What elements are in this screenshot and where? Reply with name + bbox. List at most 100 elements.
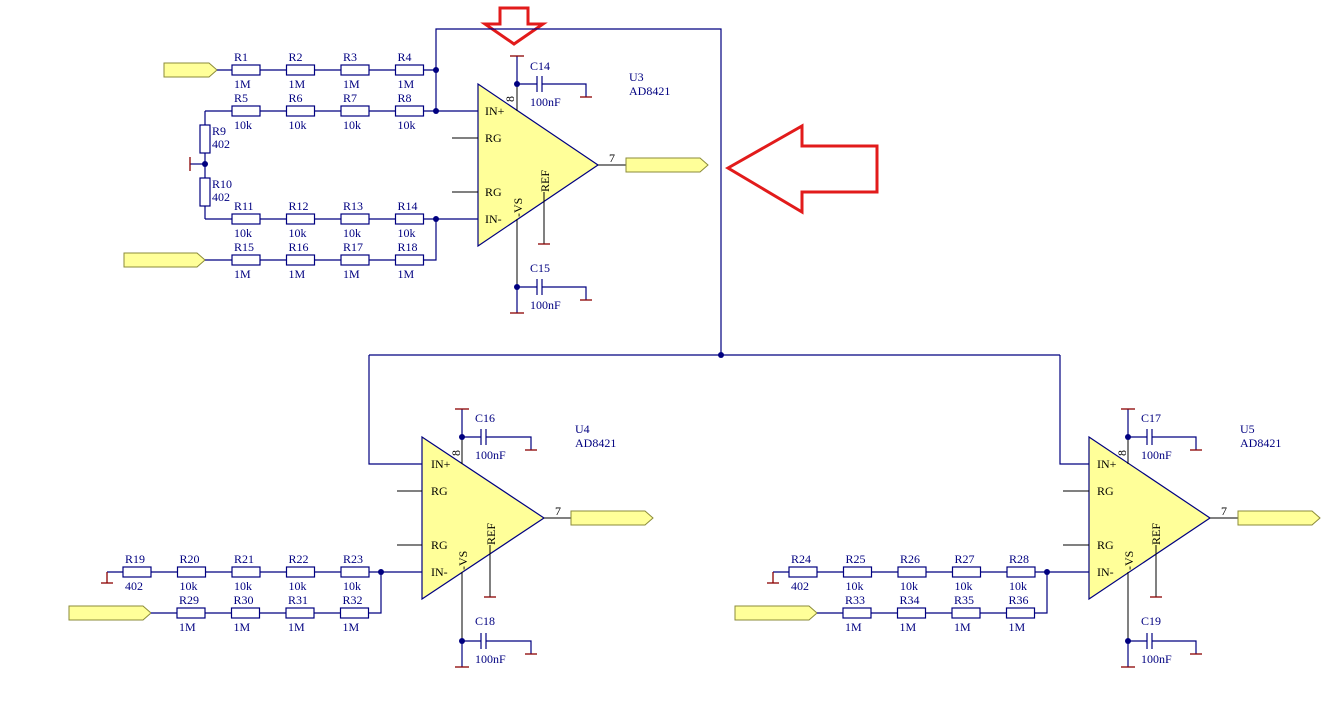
resistor-r22[interactable]: [285, 566, 316, 578]
input-port-u3-neg[interactable]: [123, 252, 206, 268]
resistor-r10[interactable]: [199, 177, 211, 207]
resistor-r6[interactable]: [285, 105, 316, 117]
ref-net-wires: [368, 28, 1089, 465]
resistor-value: 1M: [900, 620, 917, 634]
resistor-r31[interactable]: [285, 607, 315, 619]
resistor-value: 10k: [398, 226, 416, 240]
resistor-ref: R24: [791, 552, 811, 566]
resistor-r16[interactable]: [285, 254, 316, 266]
u3-pin-inp: IN+: [485, 104, 505, 118]
resistor-r20[interactable]: [176, 566, 207, 578]
u4-cap2-ref: C18: [475, 614, 495, 628]
resistor-r2[interactable]: [285, 64, 316, 76]
opamp-u3[interactable]: [477, 82, 600, 248]
resistor-ref: R30: [234, 593, 254, 607]
u3-pin-inn: IN-: [485, 212, 502, 226]
resistor-r29[interactable]: [176, 607, 206, 619]
resistor-r36[interactable]: [1005, 607, 1036, 619]
output-port-u5[interactable]: [1237, 510, 1321, 526]
resistor-r19[interactable]: [122, 566, 152, 578]
resistor-value: 10k: [234, 118, 252, 132]
resistor-r11[interactable]: [231, 213, 261, 225]
resistor-r14[interactable]: [394, 213, 425, 225]
r10-ref: R10: [212, 177, 232, 191]
resistor-r34[interactable]: [896, 607, 927, 619]
resistor-r8[interactable]: [394, 105, 425, 117]
u3-pin-out: 7: [609, 151, 615, 165]
resistor-r7[interactable]: [340, 105, 370, 117]
resistor-value: 1M: [179, 620, 196, 634]
u4-cap2-value: 100nF: [475, 652, 506, 666]
u4-pin-inn: IN-: [431, 565, 448, 579]
resistor-ref: R5: [234, 91, 248, 105]
resistor-r30[interactable]: [230, 607, 261, 619]
u3-cap2-ref: C15: [530, 261, 550, 275]
r9-value: 402: [212, 137, 230, 151]
resistor-value: 1M: [234, 620, 251, 634]
resistor-r21[interactable]: [231, 566, 261, 578]
resistor-r25[interactable]: [842, 566, 873, 578]
resistor-ref: R17: [343, 240, 363, 254]
u4-cap1-ref: C16: [475, 411, 495, 425]
resistor-r9[interactable]: [199, 124, 211, 154]
resistor-r32[interactable]: [339, 607, 370, 619]
input-port-u3-pos[interactable]: [163, 62, 218, 78]
resistor-r4[interactable]: [394, 64, 425, 76]
resistor-r17[interactable]: [340, 254, 370, 266]
resistor-r5[interactable]: [231, 105, 261, 117]
u3-cap2-value: 100nF: [530, 298, 561, 312]
opamp-u4[interactable]: [421, 435, 546, 601]
resistor-r1[interactable]: [231, 64, 261, 76]
resistor-ref: R34: [900, 593, 920, 607]
resistor-r28[interactable]: [1006, 566, 1036, 578]
resistor-value: 10k: [289, 226, 307, 240]
resistor-ref: R13: [343, 199, 363, 213]
u5-pin-inp: IN+: [1097, 457, 1117, 471]
resistor-r13[interactable]: [340, 213, 370, 225]
r9-ref: R9: [212, 124, 226, 138]
resistor-r35[interactable]: [951, 607, 981, 619]
u5-cap2-value: 100nF: [1141, 652, 1172, 666]
resistor-ref: R26: [900, 552, 920, 566]
output-port-u3[interactable]: [625, 157, 709, 173]
u4-pin-vs: -VS: [456, 551, 470, 570]
input-port-u4[interactable]: [68, 605, 152, 621]
u5-pin-inn: IN-: [1097, 565, 1114, 579]
u4-designator: U4: [575, 422, 590, 436]
output-port-u4[interactable]: [570, 510, 654, 526]
input-port-u5[interactable]: [734, 605, 818, 621]
u3-pin-ref: REF: [538, 170, 552, 192]
resistor-value: 1M: [289, 267, 306, 281]
resistor-r23[interactable]: [340, 566, 370, 578]
resistor-ref: R14: [398, 199, 418, 213]
resistor-r12[interactable]: [285, 213, 316, 225]
resistor-value: 10k: [289, 118, 307, 132]
resistor-r27[interactable]: [951, 566, 982, 578]
resistor-ref: R25: [846, 552, 866, 566]
resistor-r3[interactable]: [340, 64, 370, 76]
resistor-r26[interactable]: [897, 566, 927, 578]
resistor-ref: R1: [234, 50, 248, 64]
u5-pin-8: 8: [1115, 450, 1129, 456]
opamp-u5[interactable]: [1088, 435, 1212, 601]
resistor-r33[interactable]: [842, 607, 872, 619]
u4-pin-inp: IN+: [431, 457, 451, 471]
u4-pin-ref: REF: [484, 523, 498, 545]
resistor-value: 10k: [234, 226, 252, 240]
resistor-r15[interactable]: [231, 254, 261, 266]
u5-cap2-ref: C19: [1141, 614, 1161, 628]
u3-cap1-ref: C14: [530, 59, 550, 73]
resistor-r18[interactable]: [394, 254, 425, 266]
resistor-value: 1M: [845, 620, 862, 634]
resistor-r24[interactable]: [788, 566, 818, 578]
u4-pin-out: 7: [555, 504, 561, 518]
resistor-value: 1M: [954, 620, 971, 634]
